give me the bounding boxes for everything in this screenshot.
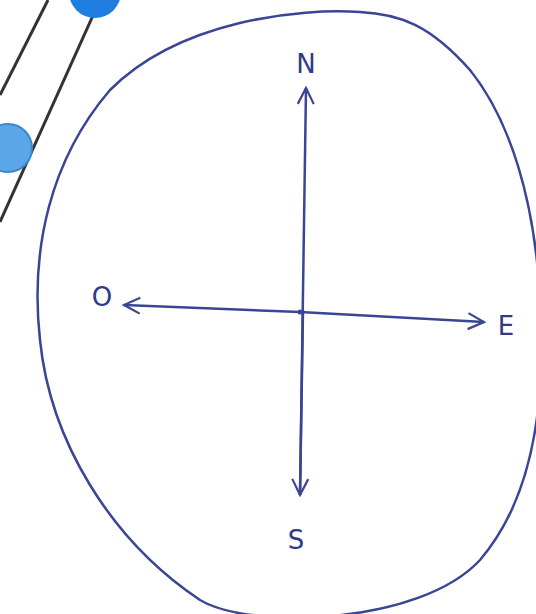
direction-label: O [92,284,112,310]
blue-ball [69,0,121,18]
blue-ball [0,124,32,172]
direction-label: E [498,313,514,339]
oval-outline [38,11,536,614]
east-arrow [300,312,484,322]
strip-line [0,0,100,222]
direction-label: N [296,51,315,77]
south-arrow [300,310,303,495]
west-arrow [124,305,300,312]
strip-line [0,0,48,95]
center-dot [298,310,303,315]
direction-label: S [288,527,305,553]
north-arrow [300,88,306,495]
